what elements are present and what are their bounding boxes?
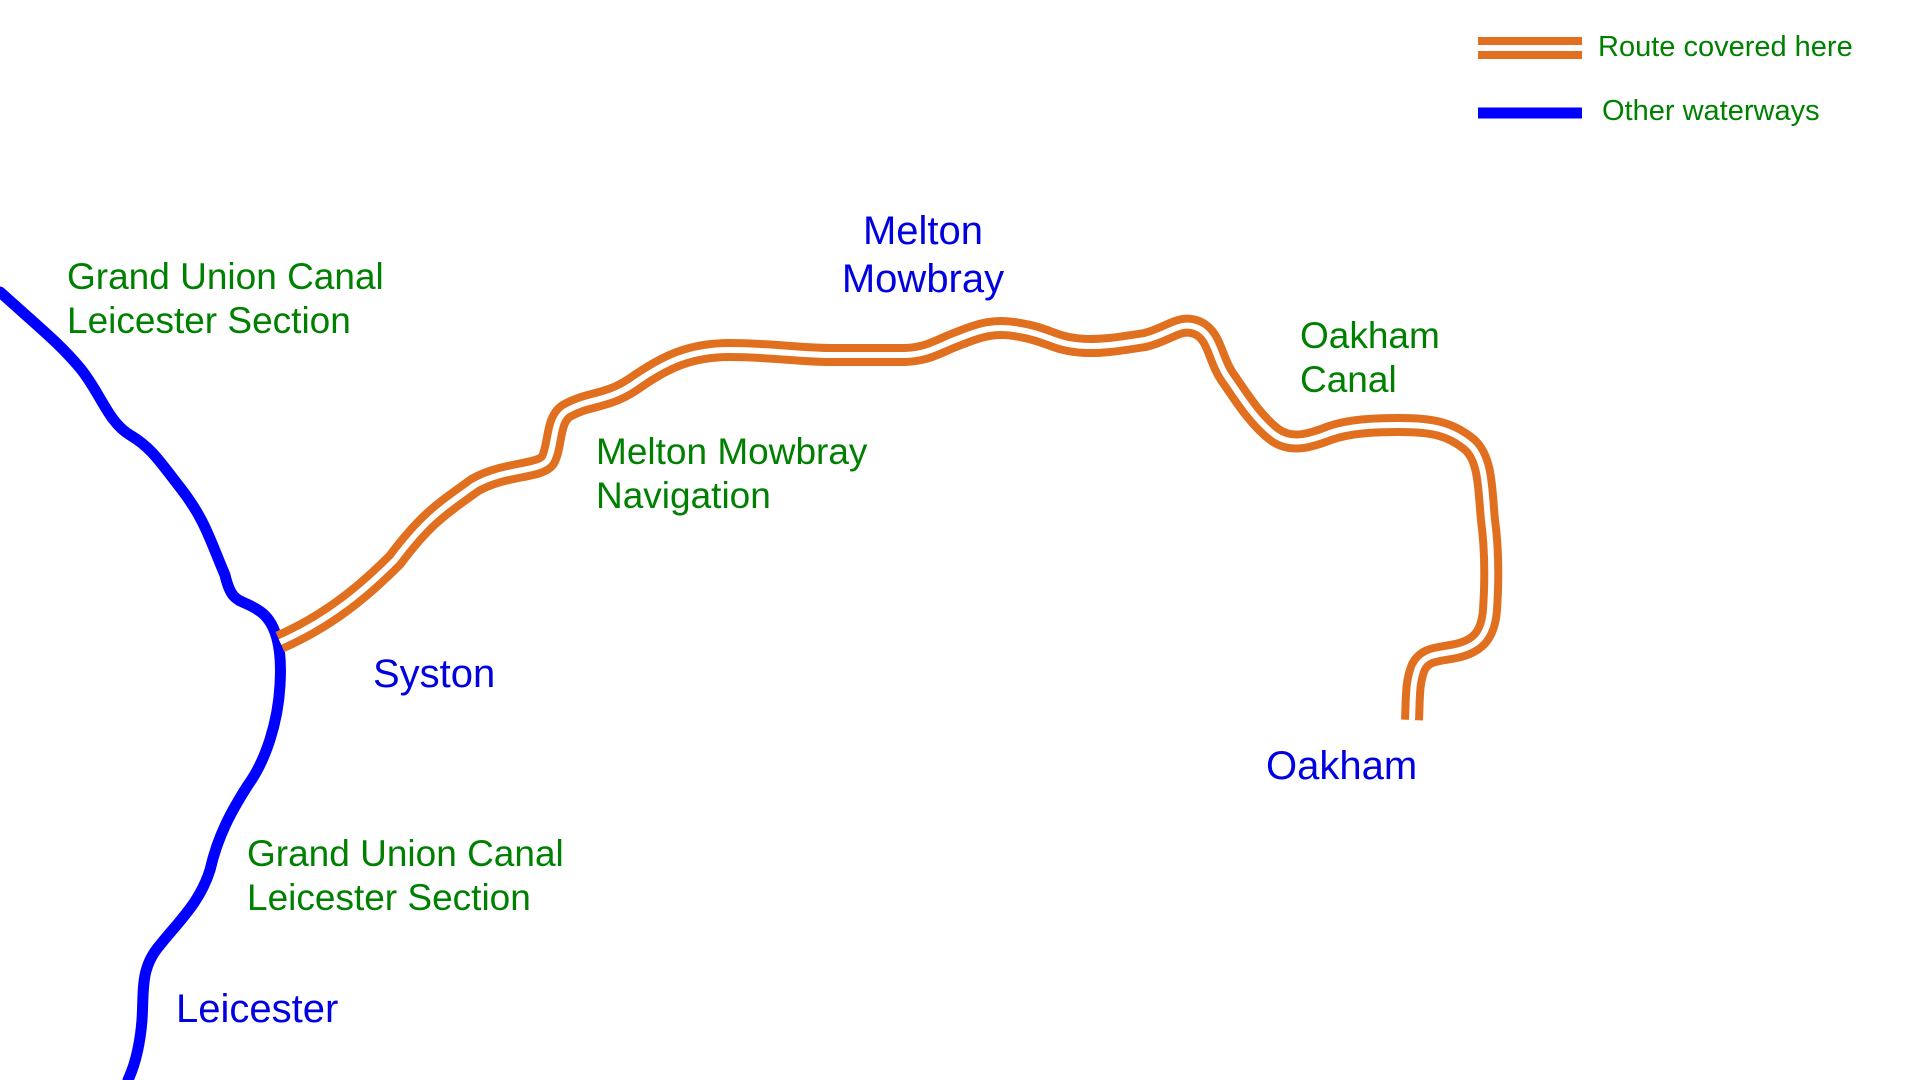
label-line: Melton xyxy=(862,209,984,253)
place-label-oakham: Oakham xyxy=(1266,744,1418,788)
waterway-label-grand-union-south: Grand Union Canal Leicester Section xyxy=(247,832,564,921)
place-label-leicester: Leicester xyxy=(176,987,339,1031)
label-line: Leicester Section xyxy=(247,877,531,919)
legend xyxy=(1478,37,1582,119)
label-line: Leicester Section xyxy=(67,300,351,342)
label-line: Mowbray xyxy=(841,257,1005,301)
grand-union-canal-line xyxy=(0,286,286,1080)
place-label-syston: Syston xyxy=(373,652,496,696)
label-line: Navigation xyxy=(596,475,771,517)
place-label-melton-mowbray: Melton Mowbray xyxy=(828,207,1018,303)
waterway-label-melton-mowbray-navigation: Melton Mowbray Navigation xyxy=(596,430,867,519)
label-line: Oakham xyxy=(1300,315,1440,356)
route-line-inner xyxy=(278,322,1495,721)
label-line: Canal xyxy=(1300,359,1397,401)
label-line: Grand Union Canal xyxy=(67,256,384,297)
label-line: Melton Mowbray xyxy=(596,431,868,472)
label-line: Grand Union Canal xyxy=(247,833,564,874)
legend-route-label: Route covered here xyxy=(1598,31,1853,63)
waterway-label-oakham-canal: Oakham Canal xyxy=(1300,314,1440,403)
legend-other-label: Other waterways xyxy=(1602,95,1820,127)
waterway-label-grand-union-north: Grand Union Canal Leicester Section xyxy=(67,255,384,344)
